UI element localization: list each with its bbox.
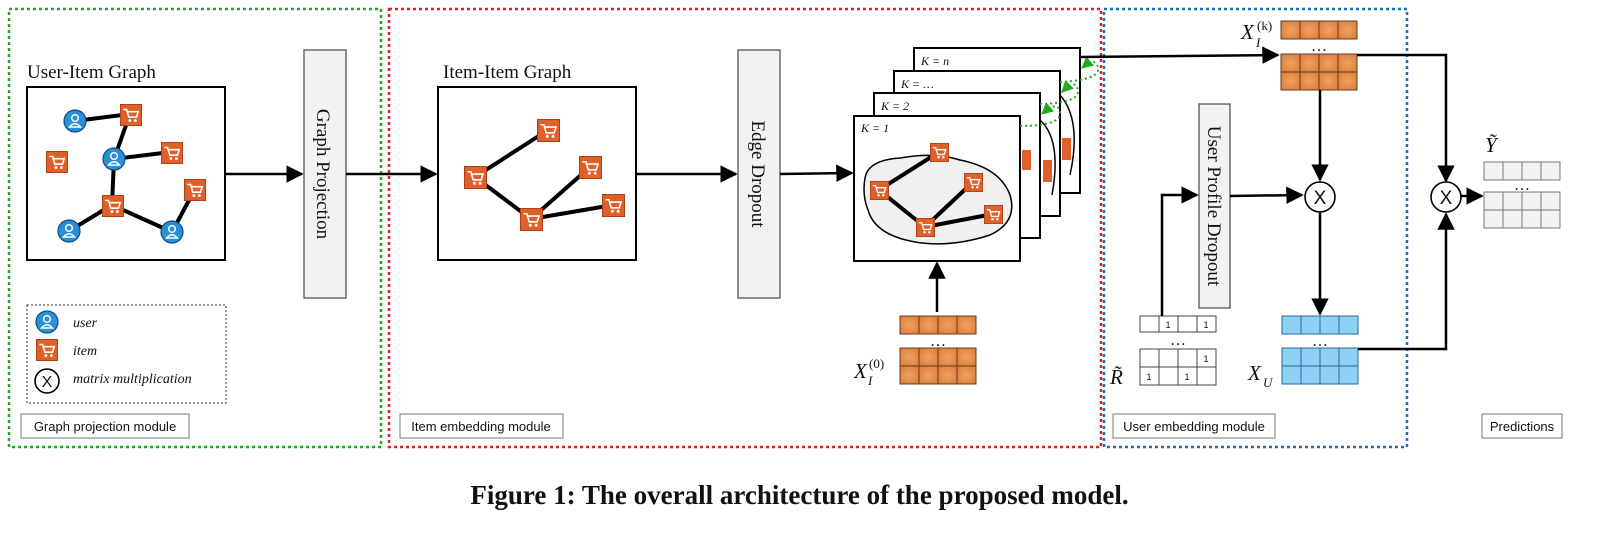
matmul-node-prediction-glyph: X [1440,188,1453,209]
xu-symbol: X [1247,361,1262,385]
r-tilde-cell: 1 [1184,372,1189,382]
xik-subscript: I [1255,35,1261,50]
user-embedding-module-label-box [1112,413,1276,439]
user-profile-dropout-block [1198,103,1231,309]
graph-projection-block [303,49,347,299]
figure-caption: Figure 1: The overall architecture of th… [470,480,1129,510]
layer-k-1-label: K = 1 [860,121,889,135]
user-icon [102,147,126,171]
predictions-label-box [1481,413,1563,439]
item-item-graph-title: Item-Item Graph [443,62,572,83]
cart-icon [602,194,625,217]
user-embedding-module-frame [1102,7,1409,449]
xi0-top-row [899,315,977,335]
legend-item-label: item [73,344,97,359]
cart-icon [120,104,142,126]
xik-dots: … [1311,38,1327,55]
arrow-stack-to-xik [1079,46,1280,64]
layer-k-n-label: K = n [920,54,949,68]
cart-peek [1022,150,1031,170]
xu-dots: … [1312,333,1328,350]
cart-icon [930,143,949,162]
xik-matrix [1280,53,1358,91]
legend-user-label: user [73,316,98,331]
arrow-dropout-to-stack [779,164,854,182]
legend-box [26,304,227,404]
r-tilde-cell: 1 [1146,372,1151,382]
arrow-xik-to-prediction [1357,53,1455,183]
legend-user-icon [35,310,59,334]
xi0-subscript: I [867,373,873,388]
cart-icon [579,156,602,179]
user-item-graph-title: User-Item Graph [27,62,156,83]
cart-icon [161,142,183,164]
graph-projection-module-label: Graph projection module [34,419,176,434]
cart-icon [964,173,983,192]
r-tilde-symbol: R̃ [1109,365,1123,389]
cart-icon [916,218,935,237]
cart-peek [1062,138,1071,160]
user-icon [160,220,184,244]
legend-matmul-label: matrix multiplication [73,372,192,387]
user-icon [63,109,87,133]
layer-k-dots-label: K = … [900,77,934,91]
user-profile-dropout-block-label: User Profile Dropout [1203,126,1224,287]
xi0-dots: … [930,333,946,350]
cart-icon [464,166,487,189]
xu-subscript: U [1263,375,1274,390]
xu-top-row [1281,315,1359,335]
xu-matrix [1281,347,1359,385]
layer-edge-peek [1039,94,1075,196]
r-tilde-cell: 1 [1203,320,1208,330]
xi0-matrix [899,347,977,385]
cart-icon [102,195,124,217]
cart-icon [46,151,68,173]
cart-icon [984,205,1003,224]
y-tilde-symbol: Ỹ [1485,133,1499,157]
xik-top-row [1280,20,1358,40]
cart-icon [184,179,206,201]
recurrence-arrow [1019,102,1062,127]
r-tilde-matrix [1139,348,1217,386]
cart-icon [870,181,889,200]
legend-item-icon [36,339,58,361]
edge-dropout-block-label: Edge Dropout [747,120,768,228]
r-tilde-cell: 1 [1203,354,1208,364]
item-embedding-module-frame [387,7,1103,449]
predictions-label: Predictions [1490,419,1555,434]
cart-icon [520,208,543,231]
item-embedding-module-label-box [399,413,564,439]
graph-projection-module-frame [7,7,383,449]
legend-matmul-glyph: X [42,374,53,391]
user-embedding-module-label: User embedding module [1123,419,1265,434]
y-tilde-dots: … [1514,177,1530,194]
xik-superscript: (k) [1257,18,1272,33]
r-tilde-cell: 1 [1165,320,1170,330]
graph-projection-module-label-box [20,413,190,439]
xi0-symbol: X [853,359,868,383]
recurrence-arrow [1039,80,1080,105]
graph-projection-block-label: Graph Projection [312,109,333,240]
xi0-superscript: (0) [869,356,884,371]
xik-symbol: X [1240,20,1255,44]
cart-peek [1043,160,1052,182]
cart-icon [537,119,560,142]
recurrence-arrow [1059,56,1100,83]
r-tilde-dots: … [1170,332,1186,349]
legend-matmul-icon [34,368,60,394]
user-icon [57,219,81,243]
matmul-node-user-glyph: X [1314,188,1327,209]
item-embedding-module-label: Item embedding module [411,419,550,434]
y-tilde-matrix [1483,191,1561,229]
layer-k-2-label: K = 2 [880,99,909,113]
r-tilde-top-row [1139,315,1217,333]
y-tilde-top-row [1483,161,1561,181]
edge-dropout-block [737,49,781,299]
arrow-dropout-to-matmul [1229,186,1304,204]
arrow-xu-to-prediction [1358,212,1455,351]
arrow-r-to-dropout [1160,186,1199,316]
